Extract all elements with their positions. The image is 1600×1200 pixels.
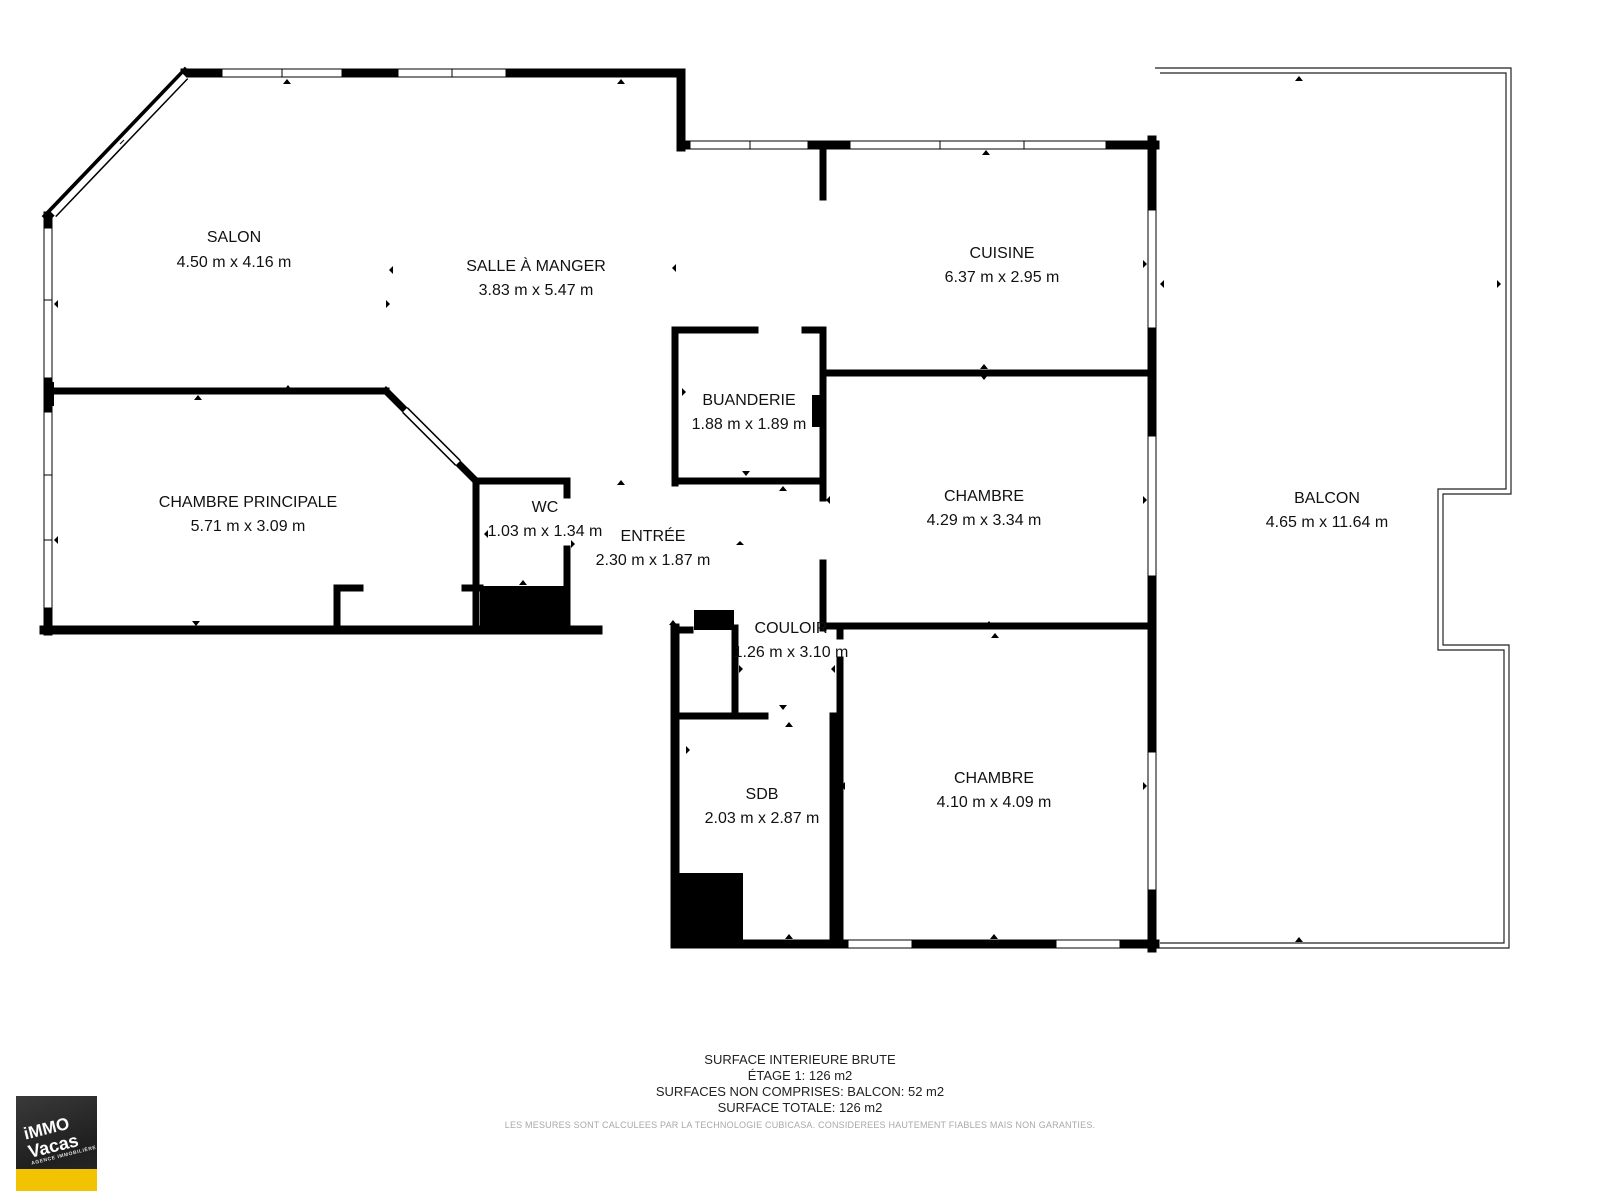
- room-dims: 2.03 m x 2.87 m: [705, 810, 820, 827]
- room-name: BUANDERIE: [702, 392, 795, 409]
- summary-total-area: SURFACE TOTALE: 126 m2: [717, 1100, 883, 1115]
- room-label-buanderie: BUANDERIE 1.88 m x 1.89 m: [692, 392, 807, 433]
- balcony-outline: [1155, 67, 1512, 949]
- room-label-chambre-2: CHAMBRE 4.10 m x 4.09 m: [937, 770, 1052, 811]
- room-label-entree: ENTRÉE 2.30 m x 1.87 m: [596, 526, 711, 569]
- logo-yellow-bar: [16, 1169, 97, 1191]
- agency-logo: iMMO Vacas AGENCE IMMOBILIÈRE: [16, 1096, 97, 1191]
- room-label-cuisine: CUISINE 6.37 m x 2.95 m: [945, 245, 1060, 286]
- summary-disclaimer: LES MESURES SONT CALCULEES PAR LA TECHNO…: [504, 1120, 1096, 1130]
- room-name: WC: [532, 499, 559, 516]
- surface-summary: SURFACE INTERIEURE BRUTE ÉTAGE 1: 126 m2…: [0, 1052, 1600, 1133]
- room-dims: 5.71 m x 3.09 m: [191, 518, 306, 535]
- room-name: CHAMBRE: [944, 488, 1024, 505]
- room-label-couloir: COULOIR 1.26 m x 3.10 m: [734, 620, 849, 661]
- room-name: SALON: [207, 229, 261, 246]
- room-label-wc: WC 1.03 m x 1.34 m: [488, 499, 603, 540]
- summary-excluded-area: SURFACES NON COMPRISES: BALCON: 52 m2: [655, 1084, 945, 1099]
- room-name: BALCON: [1294, 490, 1360, 507]
- room-dims: 4.29 m x 3.34 m: [927, 512, 1042, 529]
- door-markers: [54, 76, 1501, 942]
- chamfer-window: [49, 72, 189, 218]
- diagonal-window: [402, 407, 461, 466]
- room-label-balcon: BALCON 4.65 m x 11.64 m: [1266, 490, 1388, 531]
- room-dims: 4.10 m x 4.09 m: [937, 794, 1052, 811]
- room-dims: 1.88 m x 1.89 m: [692, 416, 807, 433]
- room-dims: 3.83 m x 5.47 m: [479, 282, 594, 299]
- windows: [43, 68, 1157, 949]
- room-name: CHAMBRE: [954, 770, 1034, 787]
- room-label-sdb: SDB 2.03 m x 2.87 m: [705, 786, 820, 827]
- room-name: CUISINE: [970, 245, 1035, 262]
- room-label-salle-a-manger: SALLE À MANGER 3.83 m x 5.47 m: [466, 256, 606, 299]
- room-label-salon: SALON 4.50 m x 4.16 m: [177, 229, 292, 271]
- room-dims: 1.03 m x 1.34 m: [488, 523, 603, 540]
- room-name: CHAMBRE PRINCIPALE: [159, 494, 337, 511]
- room-label-chambre-1: CHAMBRE 4.29 m x 3.34 m: [927, 488, 1042, 529]
- interior-walls: [46, 144, 1154, 948]
- room-dims: 4.50 m x 4.16 m: [177, 254, 292, 271]
- room-label-chambre-principale: CHAMBRE PRINCIPALE 5.71 m x 3.09 m: [159, 494, 337, 535]
- room-name: ENTRÉE: [621, 526, 686, 545]
- room-dims: 6.37 m x 2.95 m: [945, 269, 1060, 286]
- room-name: COULOIR: [755, 620, 828, 637]
- room-dims: 4.65 m x 11.64 m: [1266, 514, 1388, 531]
- summary-title: SURFACE INTERIEURE BRUTE: [704, 1052, 896, 1067]
- room-name: SDB: [746, 786, 779, 803]
- room-name: SALLE À MANGER: [466, 256, 606, 275]
- summary-floor-area: ÉTAGE 1: 126 m2: [747, 1068, 853, 1083]
- room-dims: 2.30 m x 1.87 m: [596, 552, 711, 569]
- logo-wordmark: iMMO Vacas AGENCE IMMOBILIÈRE: [22, 1108, 97, 1168]
- room-dims: 1.26 m x 3.10 m: [734, 644, 849, 661]
- solid-fixtures: [44, 382, 822, 944]
